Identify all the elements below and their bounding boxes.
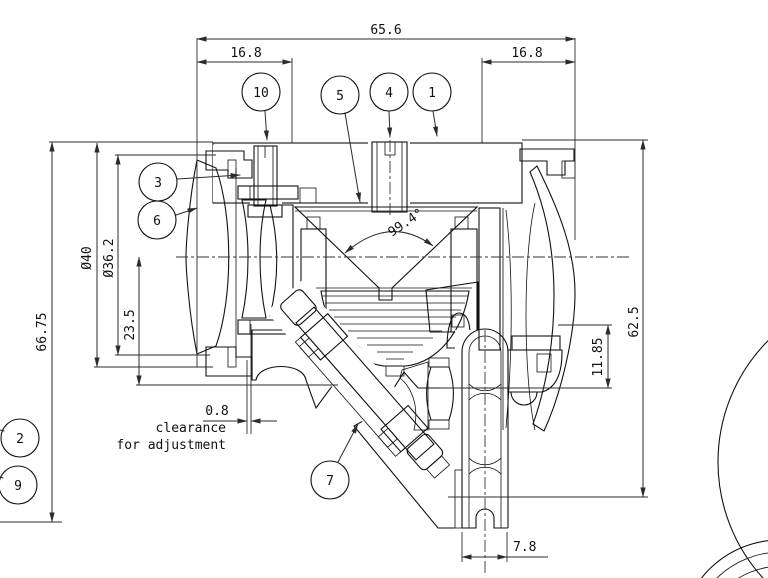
seal-top [237, 185, 251, 200]
balloon-5-leader [344, 112, 361, 203]
balloon-4-circle [369, 72, 409, 112]
adjacent-view-circle-mid [716, 552, 768, 578]
dim-right-offset: 16.8 [511, 46, 542, 61]
balloon-10: 10 [241, 72, 281, 141]
rod-backing [266, 280, 460, 493]
balloon-1-label: 1 [428, 86, 436, 101]
housing-and-optics [185, 141, 768, 578]
prism-holder-left-tab [306, 216, 321, 230]
objective-cap-top [519, 148, 575, 176]
dim-overall-width: 65.6 [370, 23, 401, 38]
centerlines [176, 140, 632, 574]
cap-seal-bottom [227, 346, 237, 368]
balloon-callouts: 10 5 4 1 3 6 2 [0, 72, 452, 505]
hinge-backing [455, 330, 512, 530]
eyepiece-lens-outer [185, 159, 230, 355]
objective-bottom-mount [507, 349, 563, 393]
dim-axis-height: 23.5 [123, 309, 138, 340]
rod-spring-strip [294, 332, 406, 457]
focus-lens [425, 366, 455, 421]
housing-cut-screw4 [368, 142, 410, 216]
dimensions: 65.6 16.8 16.8 66.75 Ø40 Ø36.2 23.5 62.5… [0, 23, 648, 562]
balloon-4-leader [387, 110, 393, 138]
balloon-3-leader [176, 173, 241, 180]
balloon-10-label: 10 [253, 86, 269, 101]
balloon-5-label: 5 [336, 89, 344, 104]
balloon-6-label: 6 [153, 214, 161, 229]
adjacent-view-circle-outer [700, 540, 768, 578]
focus-lens-retainer-top [428, 357, 450, 368]
dim-outer-diameter: Ø40 [80, 246, 95, 269]
balloon-6-circle [137, 200, 177, 240]
balloon-4: 4 [369, 72, 409, 138]
adjacent-view-circle-large [717, 340, 768, 578]
balloon-2-label: 2 [16, 432, 24, 447]
prism-holder-right-tab [454, 216, 469, 230]
hinge-dome [461, 328, 509, 353]
rod-sleeve-top [299, 312, 349, 361]
balloon-1-leader [432, 110, 439, 137]
hinge-column [454, 328, 512, 530]
eyepiece-cap-bottom [205, 346, 253, 377]
note-clearance-line2: for adjustment [116, 438, 226, 453]
balloon-7-label: 7 [326, 474, 334, 489]
rod-end-block [426, 455, 451, 479]
balloon-7-circle [310, 460, 350, 500]
objective-inner-surface2 [525, 202, 536, 431]
dim-height-right: 62.5 [627, 306, 642, 337]
objective-retainer-bar [511, 335, 561, 351]
balloon-10-circle [241, 72, 281, 112]
balloon-2-circle [0, 418, 40, 458]
rod-cap-top [280, 289, 317, 326]
eyepiece-lens-middle [241, 199, 267, 319]
balloon-2: 2 [0, 418, 40, 458]
eyepiece-cap-top [205, 150, 253, 179]
dimline-prism-angle-arc [344, 231, 434, 254]
seal-bottom [237, 319, 251, 335]
screw10-flange [247, 204, 283, 218]
balloon-6-leader [175, 207, 198, 216]
hinge-gasket-strip [454, 469, 463, 529]
housing-cut-left [213, 145, 252, 202]
dim-left-offset: 16.8 [230, 46, 261, 61]
rod-sleeve-bottom [380, 404, 429, 453]
objective-barrel-ring [478, 207, 501, 351]
dim-base-height: 11.85 [591, 337, 606, 376]
balloon-9: 9 [0, 465, 38, 505]
rod-spring-pad1 [298, 337, 319, 358]
note-clearance-line1: clearance [156, 421, 227, 436]
field-lens-contours [322, 295, 468, 360]
dim-clearance-value: 0.8 [205, 404, 228, 419]
adjustment-rod [266, 280, 460, 493]
dim-hinge-width: 7.8 [513, 540, 536, 555]
screw-boss-core [451, 314, 465, 328]
balloon-9-label: 9 [14, 479, 22, 494]
objective-inner-surface1 [505, 209, 512, 429]
dim-height-left: 66.75 [35, 312, 50, 351]
balloon-5: 5 [320, 75, 361, 203]
objective-rim-end [510, 391, 538, 406]
balloon-7: 7 [310, 423, 359, 500]
balloon-9-circle [0, 465, 38, 505]
balloon-5-circle [320, 75, 360, 115]
light-beam-outline [399, 361, 429, 431]
objective-lens [529, 165, 576, 432]
balloon-6: 6 [137, 200, 198, 240]
field-lens-tab [385, 365, 405, 377]
balloon-10-leader [263, 110, 269, 141]
rod-spring-pad2 [377, 427, 398, 448]
housing-notch [299, 187, 317, 204]
objective-bottom-seal [536, 353, 552, 373]
screw10-shaft [253, 145, 278, 207]
balloon-4-label: 4 [385, 86, 393, 101]
focus-lens-retainer-bottom [428, 419, 450, 430]
balloon-3-label: 3 [154, 176, 162, 191]
balloon-1-circle [412, 72, 452, 112]
balloon-1: 1 [412, 72, 452, 137]
dim-inner-diameter: Ø36.2 [102, 238, 117, 277]
balloon-7-leader [337, 423, 359, 463]
